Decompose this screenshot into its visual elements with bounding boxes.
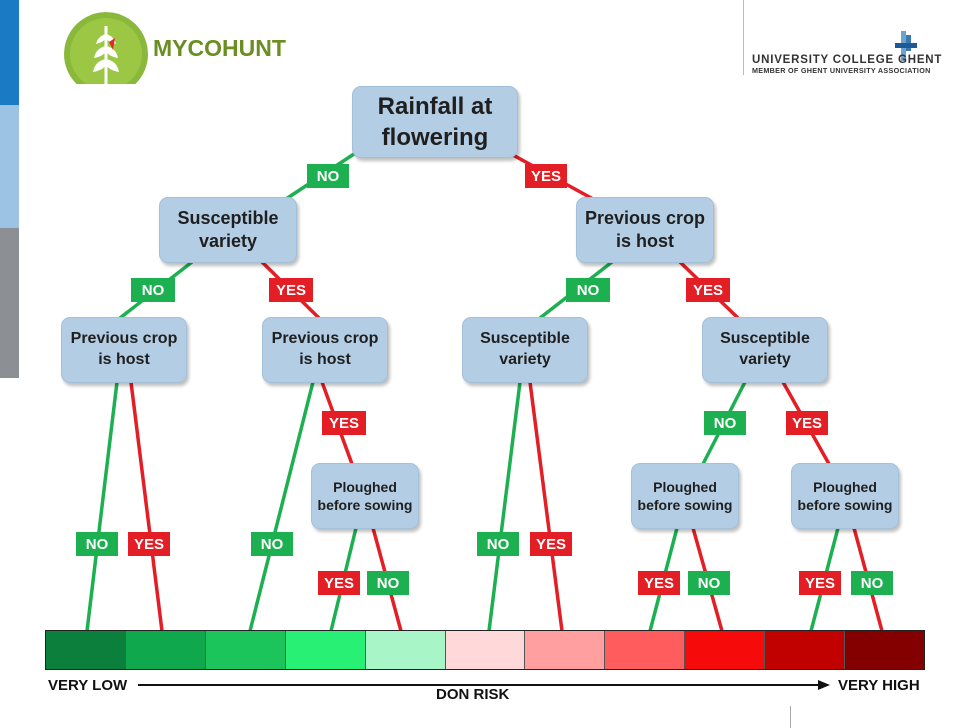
branch-label-no: NO — [851, 571, 893, 595]
node-susceptible-variety: Susceptible variety — [159, 197, 297, 263]
branch-label-no: NO — [251, 532, 293, 556]
connector-line — [248, 381, 315, 632]
risk-scale-cell — [765, 631, 846, 669]
connector-line — [528, 381, 564, 632]
scale-low-label: VERY LOW — [48, 677, 128, 694]
branch-label-yes: YES — [318, 571, 360, 595]
branch-label-no: NO — [307, 164, 349, 188]
branch-label-yes: YES — [686, 278, 730, 302]
branch-label-yes: YES — [128, 532, 170, 556]
branch-label-no: NO — [477, 532, 519, 556]
risk-scale-cell — [845, 631, 924, 669]
accent-bar-top — [0, 0, 19, 105]
branch-label-no: NO — [688, 571, 730, 595]
risk-scale-cell — [685, 631, 766, 669]
branch-label-yes: YES — [799, 571, 841, 595]
node-rainfall-at-flowering: Rainfall at flowering — [352, 86, 518, 158]
node-susceptible-variety: Susceptible variety — [702, 317, 828, 383]
branch-label-no: NO — [704, 411, 746, 435]
accent-bar-bottom — [0, 228, 19, 378]
branch-label-yes: YES — [638, 571, 680, 595]
risk-scale-cell — [445, 631, 526, 669]
risk-scale-cell — [525, 631, 606, 669]
institution-name: UNIVERSITY COLLEGE GHENT — [752, 54, 943, 66]
node-previous-crop-is-host: Previous crop is host — [576, 197, 714, 263]
risk-scale-cell — [365, 631, 446, 669]
brand-name: MYCOHUNT — [153, 35, 286, 61]
connector-line — [487, 381, 522, 632]
don-risk-scale — [45, 630, 925, 670]
node-ploughed-before-sowing: Ploughed before sowing — [791, 463, 899, 529]
institution-subtitle: MEMBER OF GHENT UNIVERSITY ASSOCIATION — [752, 66, 931, 75]
node-previous-crop-is-host: Previous crop is host — [262, 317, 388, 383]
risk-scale-cell — [285, 631, 366, 669]
accent-bar-middle — [0, 105, 19, 228]
node-susceptible-variety: Susceptible variety — [462, 317, 588, 383]
node-ploughed-before-sowing: Ploughed before sowing — [631, 463, 739, 529]
scale-axis-label: DON RISK — [436, 686, 510, 703]
risk-scale-cell — [605, 631, 686, 669]
branch-label-no: NO — [566, 278, 610, 302]
wheat-logo-icon — [64, 12, 148, 84]
risk-arrow — [138, 680, 830, 690]
branch-label-no: NO — [76, 532, 118, 556]
branch-label-yes: YES — [525, 164, 567, 188]
branch-label-yes: YES — [530, 532, 572, 556]
branch-label-yes: YES — [322, 411, 366, 435]
risk-scale-cell — [46, 631, 126, 669]
scale-high-label: VERY HIGH — [838, 677, 920, 694]
branch-label-no: NO — [367, 571, 409, 595]
connector-line — [85, 381, 119, 632]
branch-label-yes: YES — [269, 278, 313, 302]
risk-scale-cell — [205, 631, 286, 669]
branch-label-yes: YES — [786, 411, 828, 435]
connector-line — [129, 381, 164, 632]
ghent-logo-icon — [893, 31, 919, 66]
branch-label-no: NO — [131, 278, 175, 302]
node-previous-crop-is-host: Previous crop is host — [61, 317, 187, 383]
risk-scale-cell — [125, 631, 206, 669]
node-ploughed-before-sowing: Ploughed before sowing — [311, 463, 419, 529]
header-divider — [743, 0, 744, 75]
footer-divider — [790, 706, 791, 728]
